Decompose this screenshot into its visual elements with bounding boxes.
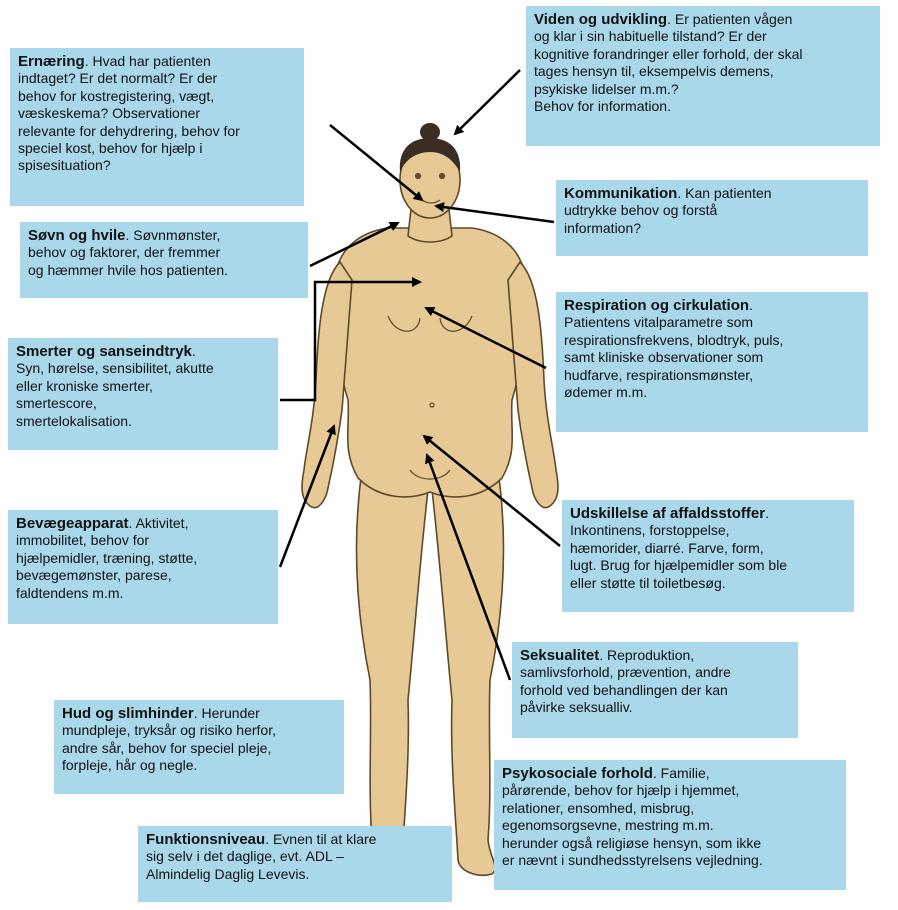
seksualitet-line: påvirke seksualliv. xyxy=(520,699,790,716)
soevn-title: Søvn og hvile xyxy=(28,227,126,244)
arrow-kommunikation xyxy=(436,206,554,222)
seksualitet-line: Reproduktion, xyxy=(607,647,694,663)
kommunikation-line: udtrykke behov og forstå xyxy=(564,202,860,219)
psykosociale-line: er nævnt i sundhedsstyrelsens vejledning… xyxy=(502,852,838,869)
ernaering-title: Ernæring xyxy=(18,53,85,70)
udskillelse-line: eller støtte til toiletbesøg. xyxy=(570,575,846,592)
box-udskillelse: Udskillelse af affaldsstoffer. Inkontine… xyxy=(562,500,854,612)
left-leg xyxy=(356,470,428,875)
hud-title: Hud og slimhinder xyxy=(62,705,194,722)
box-ernaering: Ernæring. Hvad har patienten indtaget? E… xyxy=(10,48,304,206)
soevn-line: og hæmmer hvile hos patienten. xyxy=(28,262,300,279)
psykosociale-line: Familie, xyxy=(661,765,710,781)
box-seksualitet: Seksualitet. Reproduktion, samlivsforhol… xyxy=(512,642,798,738)
right-leg xyxy=(432,470,504,875)
smerter-line: eller kroniske smerter, xyxy=(16,378,270,395)
right-arm xyxy=(508,262,558,508)
box-hud: Hud og slimhinder. Herunder mundpleje, t… xyxy=(54,700,344,794)
hud-line: mundpleje, tryksår og risiko herfor, xyxy=(62,722,336,739)
ernaering-line: Hvad har patienten xyxy=(92,53,210,69)
arrow-viden xyxy=(455,70,520,134)
kommunikation-line: Kan patienten xyxy=(685,185,771,201)
smerter-line: smertelokalisation. xyxy=(16,413,270,430)
soevn-line: Søvnmønster, xyxy=(133,227,220,243)
udskillelse-line: hæmorider, diarré. Farve, form, xyxy=(570,540,846,557)
kommunikation-line: information? xyxy=(564,220,860,237)
smerter-title: Smerter og sanseindtryk xyxy=(16,343,192,360)
funktion-line: sig selv i det daglige, evt. ADL – xyxy=(146,848,444,865)
box-kommunikation: Kommunikation. Kan patienten udtrykke be… xyxy=(556,180,868,256)
respiration-line: ødemer m.m. xyxy=(564,384,860,401)
box-respiration: Respiration og cirkulation. Patientens v… xyxy=(556,292,868,432)
box-funktion: Funktionsniveau. Evnen til at klare sig … xyxy=(138,826,452,902)
smerter-line: smertescore, xyxy=(16,395,270,412)
respiration-line: respirationsfrekvens, blodtryk, puls, xyxy=(564,332,860,349)
psykosociale-line: relationer, ensomhed, misbrug, xyxy=(502,800,838,817)
ernaering-line: indtaget? Er det normalt? Er der xyxy=(18,70,296,87)
psykosociale-line: egenomsorgsevne, mestring m.m. xyxy=(502,817,838,834)
kommunikation-title: Kommunikation xyxy=(564,185,677,202)
respiration-title: Respiration og cirkulation xyxy=(564,297,749,314)
seksualitet-title: Seksualitet xyxy=(520,647,599,664)
ernaering-line: væskeskema? Observationer xyxy=(18,105,296,122)
viden-line: Er patienten vågen xyxy=(675,11,793,27)
left-arm xyxy=(302,262,352,508)
bevaege-line: hjælpemidler, træning, støtte, xyxy=(16,550,270,567)
torso xyxy=(333,228,527,497)
bevaege-line: Aktivitet, xyxy=(136,515,189,531)
funktion-line: Almindelig Daglig Levevis. xyxy=(146,866,444,883)
bevaege-line: bevægemønster, parese, xyxy=(16,567,270,584)
hud-line: Herunder xyxy=(201,705,259,721)
viden-line: kognitive forandringer eller forhold, de… xyxy=(534,46,872,63)
psykosociale-title: Psykosociale forhold xyxy=(502,765,653,782)
viden-line: Behov for information. xyxy=(534,98,872,115)
box-bevaege: Bevægeapparat. Aktivitet, immobilitet, b… xyxy=(8,510,278,624)
udskillelse-line: lugt. Brug for hjælpemidler som ble xyxy=(570,557,846,574)
respiration-line: hudfarve, respirationsmønster, xyxy=(564,367,860,384)
udskillelse-line: Inkontinens, forstoppelse, xyxy=(570,522,846,539)
box-soevn: Søvn og hvile. Søvnmønster, behov og fak… xyxy=(20,222,308,298)
seksualitet-line: samlivsforhold, prævention, andre xyxy=(520,664,790,681)
box-smerter: Smerter og sanseindtryk. Syn, hørelse, s… xyxy=(8,338,278,450)
viden-title: Viden og udvikling xyxy=(534,11,667,28)
viden-line: og klar i sin habituelle tilstand? Er de… xyxy=(534,28,872,45)
funktion-title: Funktionsniveau xyxy=(146,831,265,848)
viden-line: tages hensyn til, eksempelvis demens, xyxy=(534,63,872,80)
ernaering-line: relevante for dehydrering, behov for xyxy=(18,123,296,140)
bevaege-line: immobilitet, behov for xyxy=(16,532,270,549)
ernaering-line: spisesituation? xyxy=(18,157,296,174)
bevaege-line: faldtendens m.m. xyxy=(16,585,270,602)
viden-line: psykiske lidelser m.m.? xyxy=(534,81,872,98)
psykosociale-line: herunder også religiøse hensyn, som ikke xyxy=(502,835,838,852)
ernaering-line: speciel kost, behov for hjælp i xyxy=(18,140,296,157)
soevn-line: behov og faktorer, der fremmer xyxy=(28,244,300,261)
hud-line: andre sår, behov for speciel pleje, xyxy=(62,740,336,757)
smerter-line: Syn, hørelse, sensibilitet, akutte xyxy=(16,360,270,377)
box-viden: Viden og udvikling. Er patienten vågen o… xyxy=(526,6,880,146)
box-psykosociale: Psykosociale forhold. Familie, pårørende… xyxy=(494,760,846,890)
hud-line: forpleje, hår og negle. xyxy=(62,757,336,774)
udskillelse-title: Udskillelse af affaldsstoffer xyxy=(570,505,765,522)
seksualitet-line: forhold ved behandlingen der kan xyxy=(520,682,790,699)
respiration-line: Patientens vitalparametre som xyxy=(564,314,860,331)
psykosociale-line: pårørende, behov for hjælp i hjemmet, xyxy=(502,782,838,799)
funktion-line: Evnen til at klare xyxy=(273,831,377,847)
respiration-line: samt kliniske observationer som xyxy=(564,349,860,366)
ernaering-line: behov for kostregistering, vægt, xyxy=(18,88,296,105)
bevaege-title: Bevægeapparat xyxy=(16,515,129,532)
